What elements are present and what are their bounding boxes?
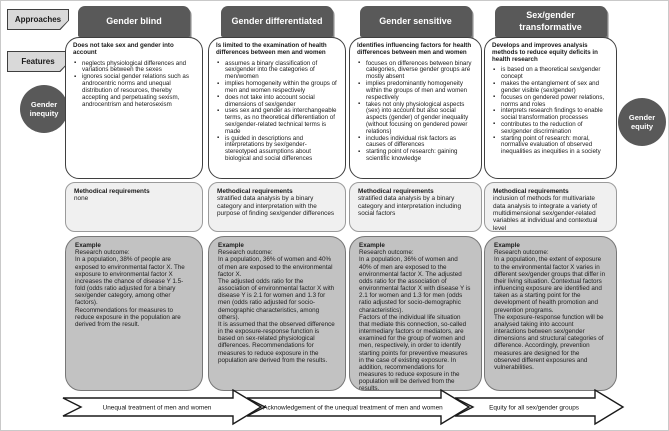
methodical-title: Methodical requirements	[493, 188, 569, 195]
column-sex-gender-transformative: Sex/gender transformative Develops and i…	[484, 6, 617, 391]
gender-inequity-label: Gender inequity	[29, 100, 59, 118]
example-box: Example Research outcome: In a populatio…	[484, 236, 617, 391]
feature-bullet: interprets research findings to enable s…	[493, 107, 609, 122]
gender-inequity-badge: Gender inequity	[20, 85, 68, 133]
example-text: Research outcome: In a population, 38% o…	[75, 249, 185, 328]
features-intro: Is limited to the examination of health …	[216, 42, 327, 56]
feature-bullet: uses sex and gender as interchangeable t…	[217, 107, 338, 135]
feature-bullet: neglects physiological differences and v…	[74, 60, 195, 75]
methodical-box: Methodical requirements stratified data …	[208, 182, 346, 232]
features-box: Develops and improves analysis methods t…	[484, 37, 617, 179]
methodical-title: Methodical requirements	[358, 188, 434, 195]
feature-bullet: makes the entanglement of sex and gender…	[493, 80, 609, 95]
features-list: neglects physiological differences and v…	[73, 60, 195, 109]
arrow-label-2: Acknowledgement of the unequal treatment…	[263, 405, 443, 412]
arrow-shape-3	[454, 389, 625, 426]
features-tab-label: Features	[8, 52, 68, 71]
feature-bullet: focuses on gendered power relations, nor…	[493, 94, 609, 109]
example-box: Example Research outcome: In a populatio…	[208, 236, 346, 391]
features-intro: Does not take sex and gender into accoun…	[73, 42, 174, 56]
methodical-box: Methodical requirements none	[65, 182, 203, 232]
feature-bullet: assumes a binary classification of sex/g…	[217, 60, 338, 81]
approaches-tab: Approaches	[7, 9, 69, 30]
feature-bullet: implies homogeneity within the groups of…	[217, 80, 338, 95]
gender-equity-label: Gender equity	[628, 113, 656, 131]
feature-bullet: is guided in descriptions and interpreta…	[217, 135, 338, 163]
methodical-box: Methodical requirements inclusion of met…	[484, 182, 617, 232]
gender-equity-badge: Gender equity	[618, 98, 666, 146]
methodical-text: stratified data analysis by a binary cat…	[217, 195, 335, 218]
feature-bullet: is based on a theoretical sex/gender con…	[493, 67, 609, 81]
methodical-title: Methodical requirements	[217, 188, 293, 195]
feature-bullet: ignores social gender relations such as …	[74, 73, 195, 108]
example-title: Example	[494, 242, 520, 249]
example-text: Research outcome: In a population, the e…	[494, 249, 606, 371]
example-text: Research outcome: In a population, 36% o…	[359, 249, 471, 391]
example-title: Example	[359, 242, 385, 249]
methodical-text: stratified data analysis by a binary cat…	[358, 195, 462, 218]
features-list: focuses on differences between binary ca…	[357, 60, 474, 163]
feature-bullet: starting point of research: moral, norma…	[493, 135, 609, 156]
arrow-label-3: Equity for all sex/gender groups	[489, 405, 579, 412]
methodical-text: none	[74, 195, 89, 203]
process-arrows: Unequal treatment of men and women Ackno…	[62, 389, 625, 426]
column-gender-blind: Gender blind Does not take sex and gende…	[65, 6, 203, 391]
feature-bullet: contributes to the reduction of sex/gend…	[493, 121, 609, 136]
methodical-title: Methodical requirements	[74, 188, 150, 195]
features-box: Does not take sex and gender into accoun…	[65, 37, 203, 179]
features-list: is based on a theoretical sex/gender con…	[492, 67, 609, 156]
example-title: Example	[75, 242, 101, 249]
column-header: Gender blind	[78, 6, 190, 37]
features-intro: Develops and improves analysis methods t…	[492, 42, 598, 63]
methodical-text: inclusion of methods for multivariate da…	[493, 195, 598, 232]
feature-bullet: implies predominantly homogeneity within…	[358, 80, 474, 101]
features-box: Is limited to the examination of health …	[208, 37, 346, 179]
column-header: Gender sensitive	[359, 6, 472, 37]
column-gender-sensitive: Gender sensitive Identifies influencing …	[349, 6, 482, 391]
column-header: Gender differentiated	[221, 6, 333, 37]
feature-bullet: focuses on differences between binary ca…	[358, 60, 474, 81]
feature-bullet: includes individual risk factors as caus…	[358, 135, 474, 150]
methodical-box: Methodical requirements stratified data …	[349, 182, 482, 232]
example-text: Research outcome: In a population, 36% o…	[218, 249, 335, 364]
example-title: Example	[218, 242, 244, 249]
arrow-label-1: Unequal treatment of men and women	[103, 405, 212, 412]
feature-bullet: starting point of research: gaining scie…	[358, 148, 474, 163]
features-list: assumes a binary classification of sex/g…	[216, 60, 338, 163]
column-header: Sex/gender transformative	[494, 6, 607, 37]
arrow-shape-2	[246, 389, 471, 426]
features-tab: Features	[7, 51, 69, 72]
example-box: Example Research outcome: In a populatio…	[349, 236, 482, 391]
approaches-tab-label: Approaches	[8, 10, 68, 29]
column-gender-differentiated: Gender differentiated Is limited to the …	[208, 6, 346, 391]
feature-bullet: takes not only physiological aspects (se…	[358, 101, 474, 136]
feature-bullet: does not take into account social dimens…	[217, 94, 338, 109]
features-intro: Identifies influencing factors for healt…	[357, 42, 472, 56]
features-box: Identifies influencing factors for healt…	[349, 37, 482, 179]
arrow-shape-1	[62, 389, 263, 426]
example-box: Example Research outcome: In a populatio…	[65, 236, 203, 391]
